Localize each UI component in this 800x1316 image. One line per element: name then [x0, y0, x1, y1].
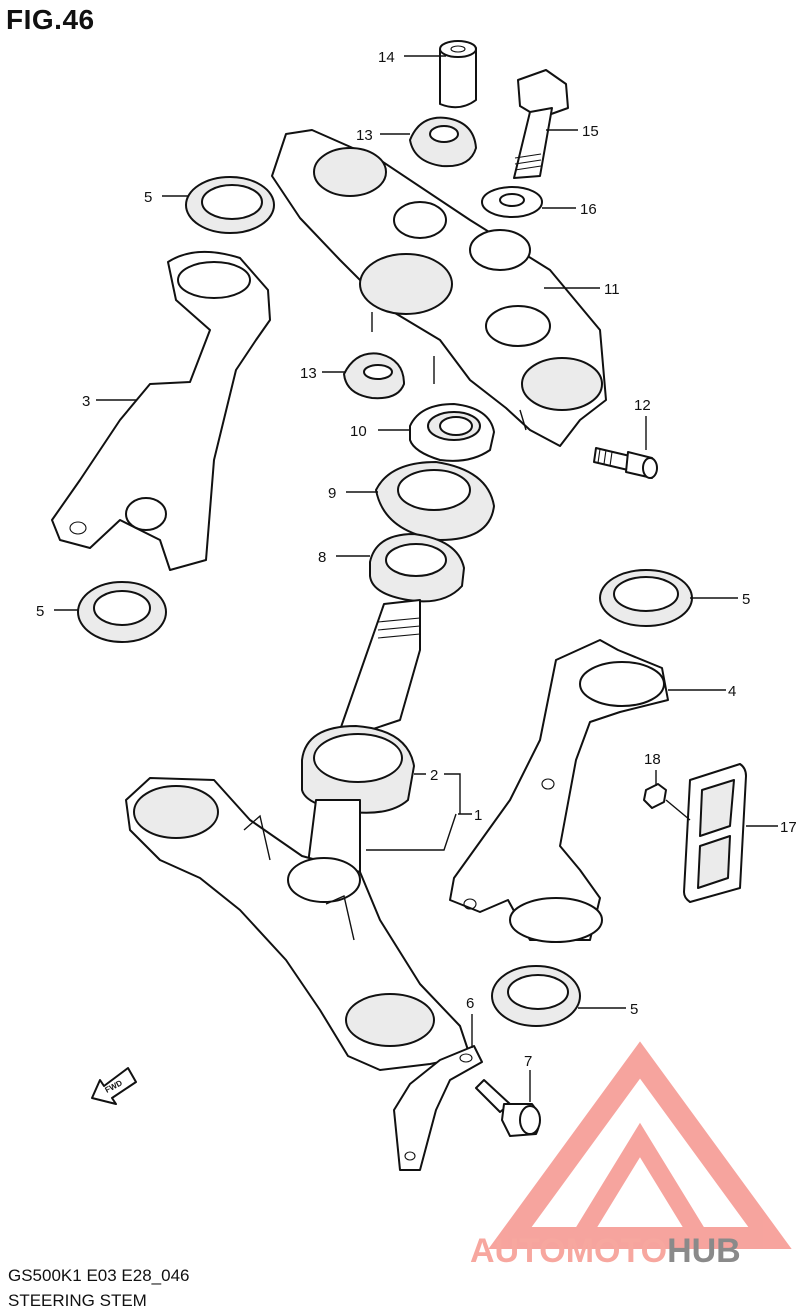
callout-14: 14 — [378, 49, 395, 66]
callout-5-top: 5 — [144, 189, 152, 206]
fwd-arrow-icon — [91, 1067, 137, 1105]
callout-5-right: 5 — [742, 591, 750, 608]
model-code: GS500K1 E03 E28_046 — [8, 1266, 190, 1285]
part-6-lock-plate — [393, 1045, 483, 1171]
part-16-washer — [481, 186, 543, 218]
callout-3: 3 — [82, 393, 90, 410]
callout-6: 6 — [466, 995, 474, 1012]
part-5-seal-left — [77, 581, 167, 643]
callout-4: 4 — [728, 683, 736, 700]
part-13-cap-upper — [409, 116, 477, 168]
part-5-seal-right — [599, 569, 693, 627]
part-lower-bracket — [125, 777, 471, 1071]
part-9-dust-seal — [375, 461, 495, 541]
part-1-steering-stem — [301, 599, 421, 881]
callout-13-upper: 13 — [356, 127, 373, 144]
logo-text: AUTOMOTOHUB — [470, 1232, 741, 1270]
part-5-seal-bottom — [491, 965, 581, 1027]
part-18-nut — [643, 783, 667, 809]
callout-11: 11 — [604, 281, 620, 298]
part-8-bearing — [369, 533, 465, 603]
part-11-upper-bracket — [271, 129, 607, 447]
callout-8: 8 — [318, 549, 326, 566]
callout-2: 2 — [430, 767, 438, 784]
part-3-bracket-left — [51, 250, 271, 571]
part-7-bolt — [475, 1079, 541, 1137]
figure-title: FIG.46 — [6, 4, 95, 35]
callout-9: 9 — [328, 485, 336, 502]
callout-17: 17 — [780, 819, 797, 836]
part-10-nut — [409, 403, 495, 462]
callout-5-bottom: 5 — [630, 1001, 638, 1018]
callout-12: 12 — [634, 397, 651, 414]
assembly-name: STEERING STEM — [8, 1291, 147, 1310]
part-4-bracket-right — [449, 639, 669, 943]
part-14-collar — [439, 40, 477, 109]
callout-15: 15 — [582, 123, 599, 140]
part-17-label-plate — [683, 763, 747, 903]
callout-5-left: 5 — [36, 603, 44, 620]
callout-18: 18 — [644, 751, 661, 768]
logo-text-part1: AUTOMOTO — [470, 1232, 667, 1270]
part-5-seal-top — [185, 176, 275, 234]
callout-16: 16 — [580, 201, 597, 218]
automotohub-logo-mark — [488, 1041, 792, 1249]
callout-10: 10 — [350, 423, 367, 440]
callout-13-lower: 13 — [300, 365, 317, 382]
part-12-bolt — [593, 447, 658, 479]
callout-1: 1 — [474, 807, 482, 824]
callout-7: 7 — [524, 1053, 532, 1070]
leader-lines — [54, 55, 778, 1102]
logo-text-part2: HUB — [667, 1232, 741, 1270]
part-15-bolt — [513, 69, 569, 179]
part-13-cap-lower — [343, 352, 405, 400]
